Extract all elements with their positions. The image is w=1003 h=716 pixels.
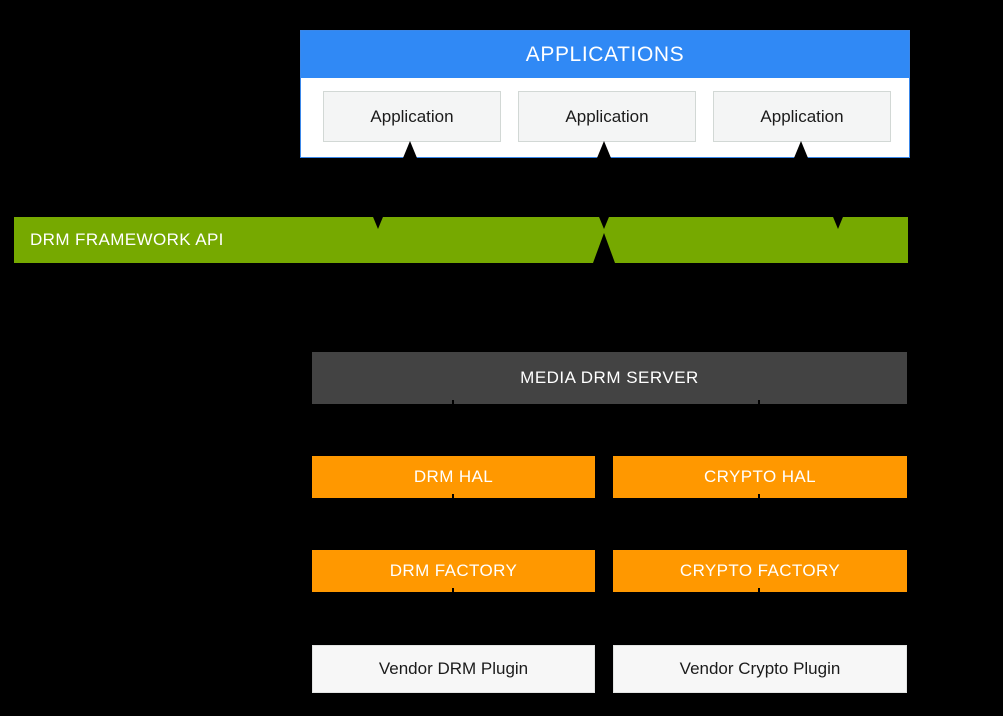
connector-server-to-crypto-hal bbox=[758, 400, 760, 460]
arrow-up-to-application-1-icon bbox=[403, 141, 417, 158]
crypto-factory-box[interactable]: CRYPTO FACTORY bbox=[613, 550, 907, 592]
media-drm-server-bar: MEDIA DRM SERVER bbox=[312, 352, 907, 404]
applications-header: APPLICATIONS bbox=[301, 31, 909, 78]
arrow-up-to-application-2-icon bbox=[597, 141, 611, 158]
application-box-1[interactable]: Application bbox=[323, 91, 501, 142]
vendor-drm-plugin-box[interactable]: Vendor DRM Plugin bbox=[312, 645, 595, 693]
media-drm-server-label: MEDIA DRM SERVER bbox=[520, 368, 699, 387]
drm-factory-box[interactable]: DRM FACTORY bbox=[312, 550, 595, 592]
arrow-down-to-framework-2-icon bbox=[597, 212, 611, 229]
connector-drm-factory-to-vendor-drm-plugin bbox=[452, 588, 454, 648]
application-box-3[interactable]: Application bbox=[713, 91, 891, 142]
arrow-down-to-framework-3-icon bbox=[831, 212, 845, 229]
connector-drm-hal-to-drm-factory bbox=[452, 494, 454, 554]
arrow-up-into-framework-big-icon bbox=[593, 233, 615, 263]
connector-application-3-to-framework bbox=[800, 158, 802, 220]
drm-framework-api-bar: DRM FRAMEWORK API bbox=[14, 217, 908, 263]
connector-application-2-to-framework bbox=[603, 158, 605, 220]
drm-framework-api-label: DRM FRAMEWORK API bbox=[30, 230, 224, 249]
connector-application-1-to-framework bbox=[409, 158, 411, 220]
applications-group: APPLICATIONS Application Application App… bbox=[300, 30, 910, 158]
connector-crypto-hal-to-crypto-factory bbox=[758, 494, 760, 554]
drm-hal-box[interactable]: DRM HAL bbox=[312, 456, 595, 498]
vendor-crypto-plugin-box[interactable]: Vendor Crypto Plugin bbox=[613, 645, 907, 693]
crypto-hal-box[interactable]: CRYPTO HAL bbox=[613, 456, 907, 498]
connector-framework-to-media-drm-server bbox=[603, 263, 605, 355]
connector-crypto-factory-to-vendor-crypto-plugin bbox=[758, 588, 760, 648]
application-box-2[interactable]: Application bbox=[518, 91, 696, 142]
arrow-up-to-application-3-icon bbox=[794, 141, 808, 158]
arrow-down-to-framework-1-icon bbox=[371, 212, 385, 229]
connector-server-to-drm-hal bbox=[452, 400, 454, 460]
